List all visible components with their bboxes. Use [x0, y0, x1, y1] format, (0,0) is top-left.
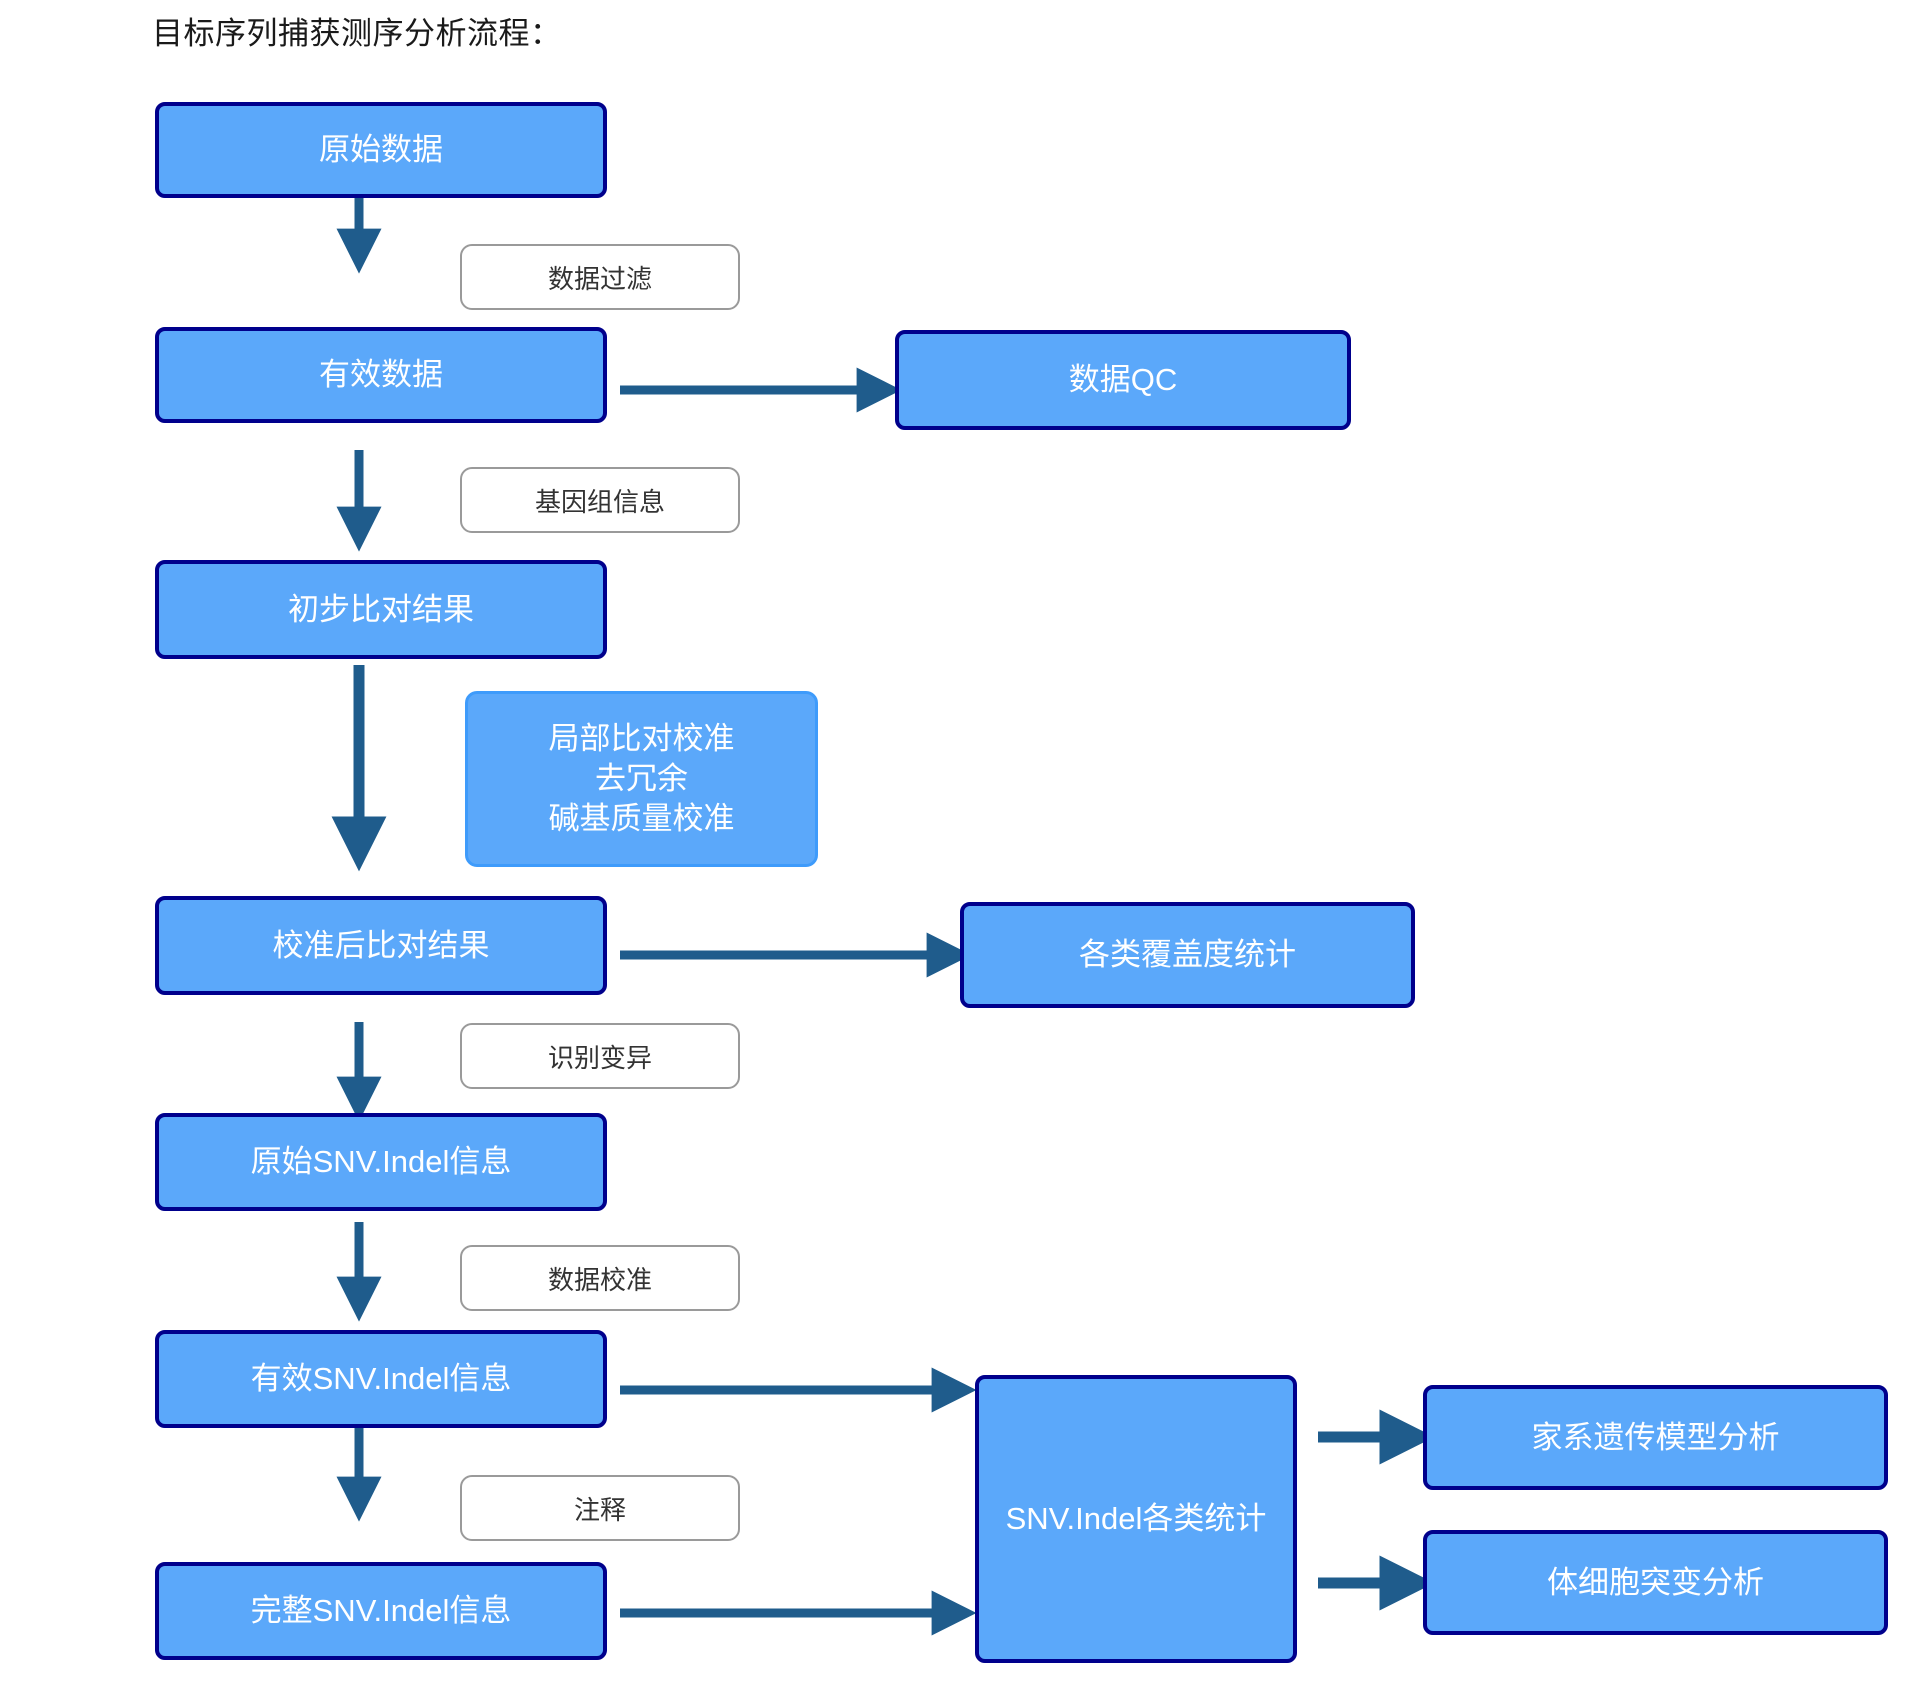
- node-valid-snv-indel-label: 有效SNV.Indel信息: [250, 1361, 512, 1397]
- node-raw-data-label: 原始数据: [319, 132, 443, 168]
- node-snv-indel-stats[interactable]: SNV.Indel各类统计: [975, 1375, 1297, 1663]
- node-somatic-analysis-label: 体细胞突变分析: [1547, 1564, 1764, 1600]
- node-valid-data[interactable]: 有效数据: [155, 327, 607, 423]
- node-raw-data[interactable]: 原始数据: [155, 102, 607, 198]
- node-calibrated-alignment-label: 校准后比对结果: [272, 927, 490, 963]
- node-pedigree-analysis[interactable]: 家系遗传模型分析: [1423, 1385, 1888, 1490]
- node-realign-note-line-2: 去冗余: [595, 760, 688, 796]
- node-somatic-analysis[interactable]: 体细胞突变分析: [1423, 1530, 1888, 1635]
- node-raw-snv-indel[interactable]: 原始SNV.Indel信息: [155, 1113, 607, 1211]
- edge-label-data-filter-text: 数据过滤: [547, 263, 652, 294]
- node-pedigree-analysis-label: 家系遗传模型分析: [1531, 1419, 1780, 1455]
- node-snv-indel-stats-label: SNV.Indel各类统计: [1005, 1501, 1267, 1537]
- node-full-snv-indel[interactable]: 完整SNV.Indel信息: [155, 1562, 607, 1660]
- node-valid-data-label: 有效数据: [319, 357, 443, 393]
- node-initial-alignment-label: 初步比对结果: [288, 591, 474, 627]
- node-realign-note-line-1: 局部比对校准: [548, 720, 735, 756]
- page-title: 目标序列捕获测序分析流程：: [152, 16, 562, 51]
- edge-label-annotate[interactable]: 注释: [460, 1475, 740, 1541]
- node-calibrated-alignment[interactable]: 校准后比对结果: [155, 896, 607, 995]
- node-realign-note[interactable]: 局部比对校准 去冗余 碱基质量校准: [465, 691, 818, 867]
- edge-label-data-filter[interactable]: 数据过滤: [460, 244, 740, 310]
- node-coverage-stats[interactable]: 各类覆盖度统计: [960, 902, 1415, 1008]
- node-valid-snv-indel[interactable]: 有效SNV.Indel信息: [155, 1330, 607, 1428]
- node-initial-alignment[interactable]: 初步比对结果: [155, 560, 607, 659]
- edge-label-genome-info-text: 基因组信息: [534, 486, 665, 517]
- edge-label-data-calibrate[interactable]: 数据校准: [460, 1245, 740, 1311]
- node-data-qc[interactable]: 数据QC: [895, 330, 1351, 430]
- edge-label-call-variants[interactable]: 识别变异: [460, 1023, 740, 1089]
- edge-label-annotate-text: 注释: [573, 1494, 626, 1525]
- edge-label-genome-info[interactable]: 基因组信息: [460, 467, 740, 533]
- node-full-snv-indel-label: 完整SNV.Indel信息: [250, 1593, 512, 1629]
- edge-label-call-variants-text: 识别变异: [547, 1042, 652, 1073]
- node-raw-snv-indel-label: 原始SNV.Indel信息: [250, 1144, 512, 1180]
- node-realign-note-line-3: 碱基质量校准: [548, 801, 735, 837]
- node-coverage-stats-label: 各类覆盖度统计: [1079, 937, 1296, 973]
- edge-label-data-calibrate-text: 数据校准: [547, 1264, 652, 1295]
- node-data-qc-label: 数据QC: [1068, 362, 1178, 398]
